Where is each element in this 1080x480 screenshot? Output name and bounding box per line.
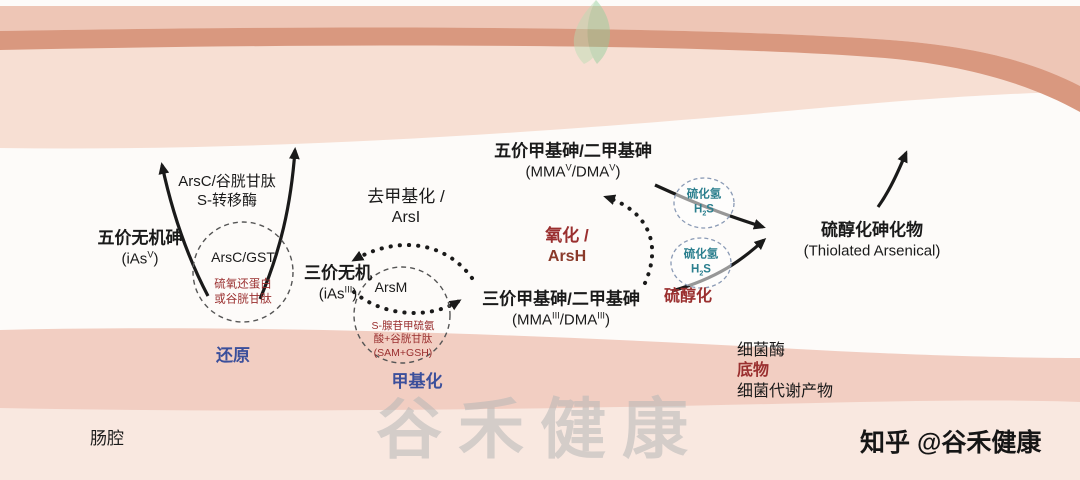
h2s-ellipse-bottom [670, 237, 732, 289]
gut-wall-layer-outer [0, 6, 1080, 86]
process-thiolation: 硫醇化 [663, 287, 713, 305]
h2s-label-bottom: 硫化氢 H2S [683, 248, 719, 278]
arrow-thiolated-export [876, 150, 908, 208]
leaf-logo [573, 0, 611, 64]
node-ias5: 五价无机砷 (iAsV) [97, 228, 183, 268]
legend-substrate: 底物 [737, 362, 770, 380]
arsm-circle-cofactor: S-腺苷甲硫氨 酸+谷胱甘肽 (SAM+GSH) [371, 319, 435, 359]
legend-metabolite: 细菌代谢产物 [737, 382, 834, 400]
node-thiolated: 硫醇化砷化物 (Thiolated Arsenical) [803, 220, 941, 260]
node-mma5-name: 五价甲基砷/二甲基砷 [494, 141, 652, 161]
process-methylation: 甲基化 [391, 372, 443, 392]
label-oxidation: 氧化 / ArsH [545, 225, 589, 265]
node-ias5-name: 五价无机砷 [97, 228, 183, 248]
node-thiolated-name: 硫醇化砷化物 [820, 220, 923, 240]
region-lumen: 肠腔 [90, 429, 124, 448]
watermark-text: 谷禾健康 [376, 392, 704, 466]
arrow-demethylation [351, 243, 474, 280]
arsm-circle-enzyme: ArsM [374, 279, 408, 296]
zhihu-credit: 知乎 @谷禾健康 [860, 429, 1042, 457]
arrow-oxidation [603, 194, 655, 285]
h2s-ellipse-top [673, 177, 735, 229]
h2s-label-top: 硫化氢 H2S [686, 188, 722, 218]
bottom-band-light [0, 400, 1080, 480]
node-mma3: 三价甲基砷/二甲基砷 (MMAIII/DMAIII) [482, 289, 640, 329]
arrow-export-right [258, 147, 300, 300]
node-mma3-name: 三价甲基砷/二甲基砷 [482, 289, 640, 309]
node-ias3: 三价无机 (iAsIII) [304, 263, 372, 303]
arrow-export-left [158, 162, 210, 297]
arsc-circle-cofactor: 硫氧还蛋白 或谷胱甘肽 [214, 278, 272, 305]
arsm-circle [353, 266, 451, 364]
node-mma5: 五价甲基砷/二甲基砷 (MMAV/DMAV) [494, 141, 652, 181]
legend-enzyme: 细菌酶 [737, 342, 786, 359]
label-demethylation: 去甲基化 / ArsI [367, 186, 445, 226]
process-reduction: 还原 [216, 346, 250, 366]
arsc-gst-circle [192, 221, 294, 323]
arsc-circle-enzyme: ArsC/GST [211, 249, 275, 266]
legend: 细菌酶 底物 细菌代谢产物 [737, 341, 833, 402]
node-ias3-name: 三价无机 [304, 263, 372, 283]
gut-wall-stripe [0, 27, 1080, 113]
label-arsc-transferase: ArsC/谷胱甘肽 S-转移酶 [178, 172, 276, 209]
